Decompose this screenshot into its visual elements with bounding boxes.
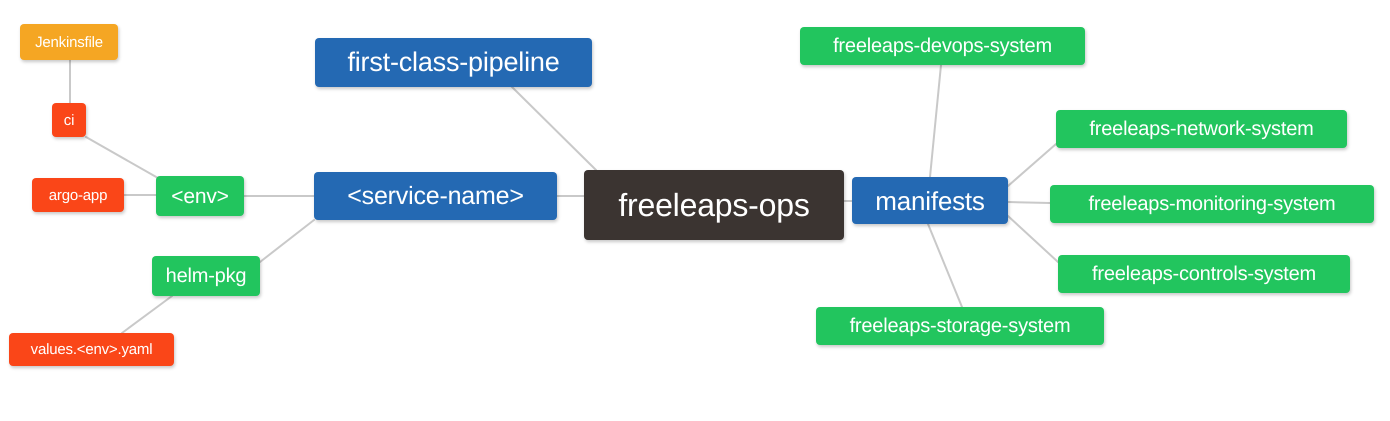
edge-first-class-pipeline-to-freeleaps-ops bbox=[511, 86, 597, 171]
node-freeleaps-controls-system[interactable]: freeleaps-controls-system bbox=[1058, 255, 1350, 293]
node-manifests[interactable]: manifests bbox=[852, 177, 1008, 224]
node-freeleaps-storage-system[interactable]: freeleaps-storage-system bbox=[816, 307, 1104, 345]
edge-manifests-to-freeleaps-devops-system bbox=[929, 64, 942, 178]
node-ci[interactable]: ci bbox=[52, 103, 86, 137]
edge-manifests-to-freeleaps-network-system bbox=[1007, 143, 1057, 187]
node-service-name[interactable]: <service-name> bbox=[314, 172, 557, 220]
node-first-class-pipeline[interactable]: first-class-pipeline bbox=[315, 38, 592, 87]
edge-manifests-to-freeleaps-monitoring-system bbox=[1007, 201, 1051, 204]
node-values-yaml[interactable]: values.<env>.yaml bbox=[9, 333, 174, 366]
node-jenkinsfile[interactable]: Jenkinsfile bbox=[20, 24, 118, 60]
edge-ci-to-env bbox=[85, 136, 159, 179]
edge-service-name-to-helm-pkg bbox=[259, 219, 315, 263]
node-argo-app[interactable]: argo-app bbox=[32, 178, 124, 212]
edge-manifests-to-freeleaps-storage-system bbox=[927, 223, 963, 308]
node-freeleaps-devops-system[interactable]: freeleaps-devops-system bbox=[800, 27, 1085, 65]
node-freeleaps-ops[interactable]: freeleaps-ops bbox=[584, 170, 844, 240]
node-freeleaps-monitoring-system[interactable]: freeleaps-monitoring-system bbox=[1050, 185, 1374, 223]
node-env[interactable]: <env> bbox=[156, 176, 244, 216]
node-freeleaps-network-system[interactable]: freeleaps-network-system bbox=[1056, 110, 1347, 148]
node-helm-pkg[interactable]: helm-pkg bbox=[152, 256, 260, 296]
edge-helm-pkg-to-values-yaml bbox=[121, 295, 173, 334]
edge-manifests-to-freeleaps-controls-system bbox=[1007, 215, 1059, 263]
